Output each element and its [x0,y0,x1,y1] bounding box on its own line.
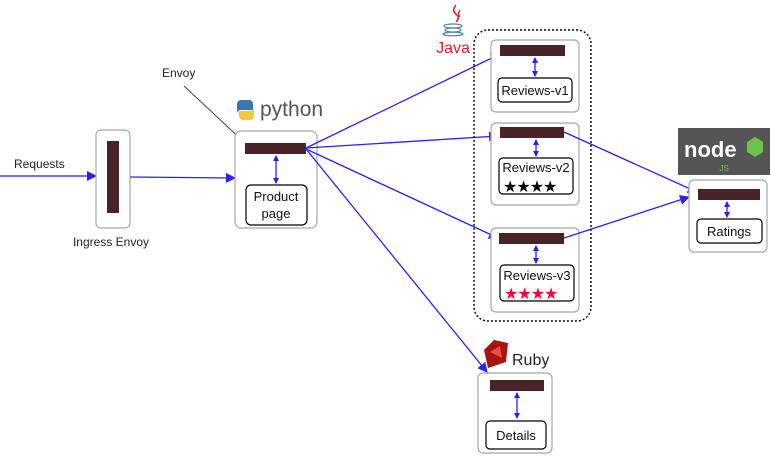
reviews-v2-envoy-bar [500,127,564,138]
productpage-label-line1: Product [254,189,299,204]
reviews-v2-stars: ★★★★ [503,179,557,196]
node-js-badge: JS [719,164,728,173]
ingress-to-productpage-arrow [129,172,236,183]
ingress-envoy [95,129,131,229]
details-service: Details [477,372,553,454]
envoy-label: Envoy [162,66,195,80]
ratings-service: Ratings [688,179,768,253]
productpage-to-reviews-v1-arrow [305,53,501,149]
productpage-to-reviews-v2-arrow [305,131,499,149]
productpage-to-details-arrow [305,148,488,373]
reviews-v2-label: Reviews-v2 [502,160,569,175]
details-envoy-bar [490,380,544,391]
reviews-v3-envoy-bar [499,233,564,244]
reviews-v1-service: Reviews-v1 [490,39,580,113]
ratings-envoy-bar [698,189,760,200]
python-text: python [260,98,323,121]
reviews-group [473,29,592,322]
node-hexagon-icon [747,137,763,157]
details-label: Details [496,428,536,443]
productpage-label-line2: page [262,206,291,221]
ruby-text: Ruby [512,352,549,369]
nodejs-logo: node JS [678,128,770,175]
reviews-v3-label: Reviews-v3 [503,268,570,283]
reviews-v2-service: Reviews-v2 ★★★★ [490,122,580,206]
reviews-v3-service: Reviews-v3 ★★★★ [490,227,580,313]
requests-label: Requests [14,157,65,171]
java-logo: Java [436,4,470,57]
productpage-envoy-bar [245,143,306,154]
reviews-v2-to-ratings-arrow [563,131,698,193]
reviews-v3-stars: ★★★★ [504,286,558,303]
java-text: Java [436,40,470,57]
ingress-label: Ingress Envoy [73,235,149,249]
ruby-logo: Ruby [484,340,549,369]
productpage-service: Product page [234,130,318,229]
reviews-v1-envoy-bar [500,45,565,56]
reviews-v1-label: Reviews-v1 [501,83,568,98]
reviews-v3-to-ratings-arrow [563,195,690,239]
python-icon [237,100,254,120]
node-text: node [684,137,737,162]
python-logo: python [237,98,323,121]
ingress-envoy-bar [107,141,119,213]
java-cup-icon [442,4,464,37]
ratings-label: Ratings [707,224,752,239]
productpage-to-reviews-v3-arrow [305,148,499,239]
